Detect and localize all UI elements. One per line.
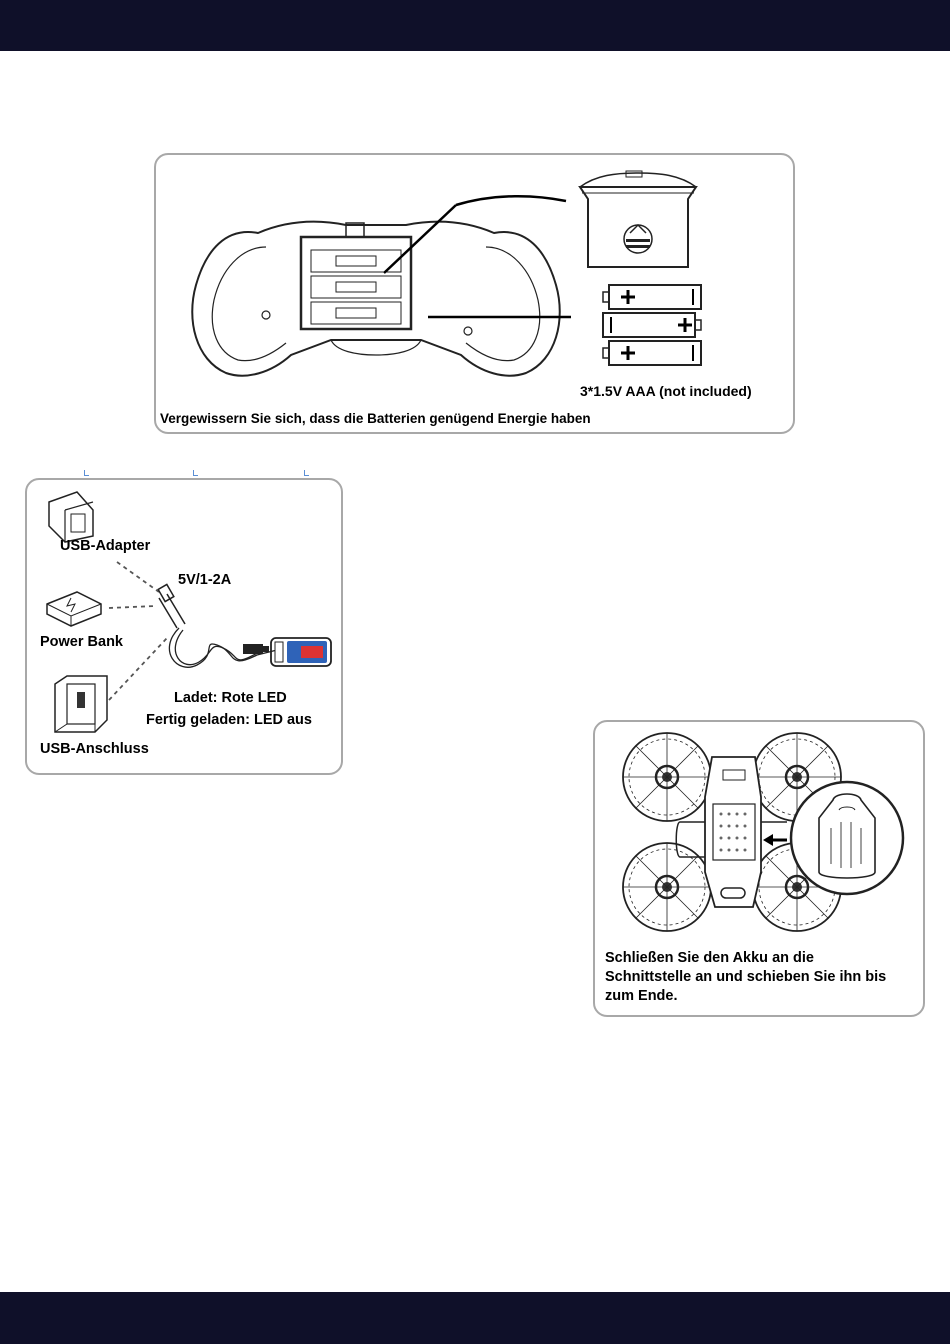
battery-zoom-circle xyxy=(791,782,903,894)
propeller-guard-bottom-left xyxy=(623,843,711,931)
aaa-batteries-icon xyxy=(603,285,701,365)
drone-instruction-line3: zum Ende. xyxy=(605,988,678,1004)
usb-adapter-label: USB-Adapter xyxy=(60,538,150,554)
drone-instruction-line2: Schnittstelle an und schieben Sie ihn bi… xyxy=(605,969,886,985)
drone-battery-panel: Schließen Sie den Akku an die Schnittste… xyxy=(593,720,925,1017)
drone-body xyxy=(676,757,787,907)
battery-caption: Vergewissern Sie sich, dass die Batterie… xyxy=(160,411,591,426)
charging-illustration xyxy=(27,480,345,777)
charging-panel: USB-Adapter 5V/1-2A Power Bank Ladet: Ro… xyxy=(25,478,343,775)
usb-cable-icon xyxy=(158,584,277,667)
battery-spec-label: 3*1.5V AAA (not included) xyxy=(580,383,752,399)
battery-installation-panel: 3*1.5V AAA (not included) Vergewissern S… xyxy=(154,153,795,434)
battery-pack-icon xyxy=(271,638,331,666)
battery-cover-icon xyxy=(580,171,696,267)
usb-port-icon xyxy=(55,676,107,732)
bottom-footer-band xyxy=(0,1292,950,1344)
top-header-band xyxy=(0,0,950,51)
charged-led-label: Fertig geladen: LED aus xyxy=(146,712,312,728)
controller-outline xyxy=(192,222,560,376)
usb-adapter-icon xyxy=(49,492,93,542)
power-bank-label: Power Bank xyxy=(40,634,123,650)
propeller-guard-top-left xyxy=(623,733,711,821)
usb-port-label: USB-Anschluss xyxy=(40,741,149,757)
cover-pointer-line xyxy=(384,205,456,273)
voltage-label: 5V/1-2A xyxy=(178,572,231,588)
power-bank-icon xyxy=(47,592,101,626)
drone-instruction-line1: Schließen Sie den Akku an die xyxy=(605,950,814,966)
charging-led-label: Ladet: Rote LED xyxy=(174,690,287,706)
